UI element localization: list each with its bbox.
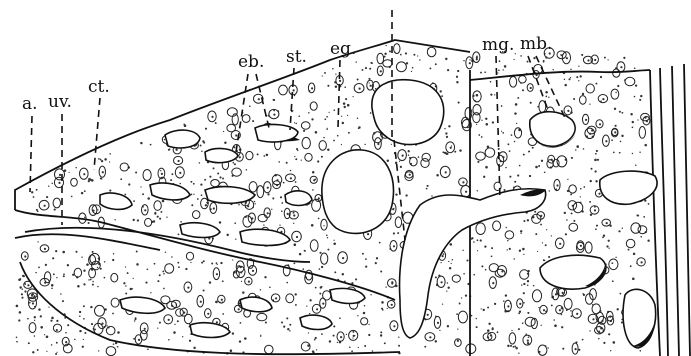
vessel-branching	[400, 189, 546, 338]
leader-eg	[338, 60, 340, 128]
label-mb: mb.	[520, 34, 552, 54]
vessel-right	[600, 171, 657, 204]
label-mg: mg.	[482, 35, 514, 55]
vessel-round-center	[322, 150, 394, 234]
leader-mb-2	[536, 56, 566, 120]
leader-st	[290, 68, 294, 130]
vessel-large-top	[372, 80, 444, 145]
label-eb: eb.	[238, 52, 264, 72]
leader-eb-1	[236, 74, 248, 152]
label-ct: ct.	[88, 77, 110, 97]
label-eg: eg.	[330, 39, 356, 59]
label-uv: uv.	[48, 92, 72, 112]
vessel-top-right	[530, 112, 575, 147]
vessel-lower-right	[540, 255, 606, 289]
vessel-bottom-right	[623, 289, 656, 348]
label-a: a.	[22, 94, 38, 114]
figure-labels: a. uv. ct. eb. st. eg. mg. mb.	[22, 34, 552, 114]
label-st: st.	[286, 47, 307, 67]
